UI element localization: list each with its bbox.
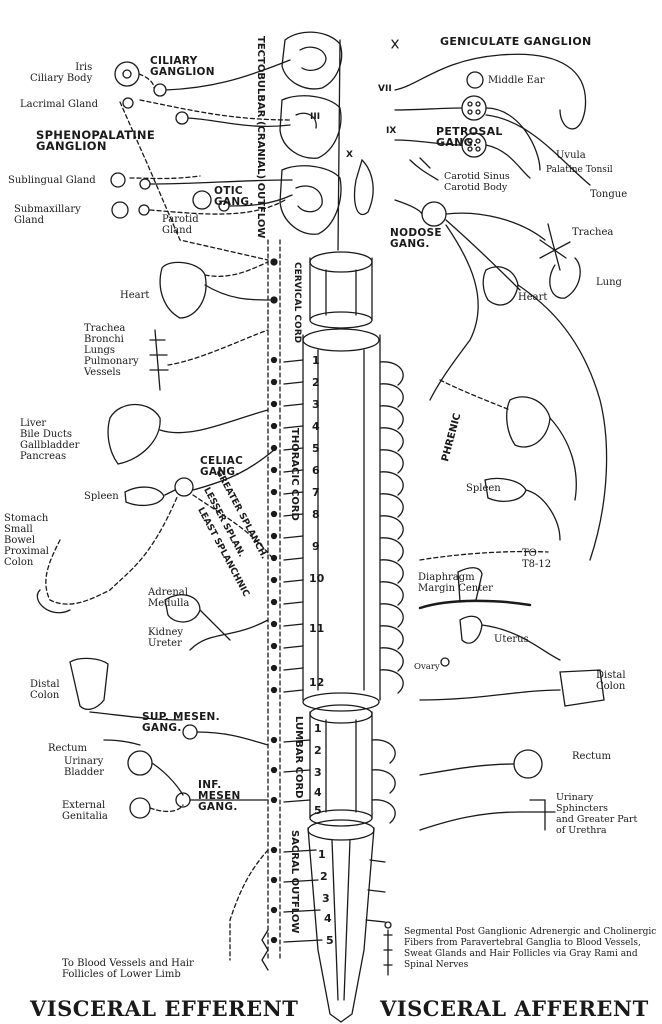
lumbar-seg-4: 4 — [314, 786, 322, 799]
sacral-seg-3: 3 — [322, 892, 330, 905]
cord-label-thoracic: THORACIC CORD — [289, 428, 300, 521]
brainstem — [279, 31, 374, 251]
lower-limb-rami — [261, 929, 269, 971]
label-diaphragm: Diaphragm Margin Center — [418, 572, 493, 594]
label-geniculate: GENICULATE GANGLION — [440, 35, 592, 48]
spinal-cord — [302, 251, 381, 1023]
thoracic-seg-4: 4 — [312, 420, 320, 433]
label-rectum-right: Rectum — [572, 751, 611, 762]
label-to-t8: TO T8-12 — [522, 548, 552, 570]
thoracic-seg-8: 8 — [312, 508, 320, 521]
label-sup-mesen: SUP. MESEN. GANG. — [142, 711, 220, 734]
legend-symbol — [383, 921, 393, 976]
label-heart-right: Heart — [518, 292, 548, 303]
sacral-seg-4: 4 — [324, 912, 332, 925]
label-nodose: NODOSE GANG. — [390, 227, 442, 250]
label-inf-mesen: INF. MESEN GANG. — [198, 779, 241, 813]
label-ciliary-ganglion: CILIARY GANGLION — [150, 55, 215, 78]
left-rami — [283, 359, 323, 943]
label-adrenal: Adrenal Medulla — [148, 587, 190, 609]
thoracic-seg-10: 10 — [309, 572, 325, 585]
label-submaxillary: Submaxillary Gland — [14, 204, 81, 226]
label-otic: OTIC GANG. — [214, 185, 254, 208]
cord-label-lumbar: LUMBAR CORD — [293, 716, 304, 799]
thoracic-seg-6: 6 — [312, 464, 320, 477]
title-efferent: VISCERAL EFFERENT — [30, 996, 299, 1021]
label-iris: Iris Ciliary Body — [30, 62, 93, 84]
thoracic-seg-12: 12 — [309, 676, 325, 689]
thoracic-seg-1: 1 — [312, 354, 320, 367]
sacral-seg-5: 5 — [326, 934, 334, 947]
label-ovary: Ovary — [414, 662, 440, 672]
label-carotid: Carotid Sinus Carotid Body — [444, 171, 510, 193]
right-cranial-nerves — [391, 39, 608, 831]
label-uterus: Uterus — [494, 634, 529, 645]
label-spleen-left: Spleen — [84, 491, 119, 502]
label-lung: Lung — [596, 277, 622, 288]
left-viscera — [36, 261, 275, 961]
lumbar-seg-3: 3 — [314, 766, 322, 779]
cranial-nerve-x: X — [346, 150, 353, 160]
thoracic-seg-11: 11 — [309, 622, 325, 635]
label-distal-colon-left: Distal Colon — [30, 679, 60, 701]
right-rami — [365, 361, 404, 923]
sacral-seg-1: 1 — [318, 848, 326, 861]
label-petrosal: PETROSAL GANG. — [436, 125, 503, 149]
left-cranial-nerves — [110, 59, 293, 261]
label-trachea-left: Trachea Bronchi Lungs Pulmonary Vessels — [84, 323, 139, 378]
thoracic-seg-9: 9 — [312, 540, 320, 553]
label-heart-left: Heart — [120, 290, 150, 301]
sacral-seg-2: 2 — [320, 870, 328, 883]
label-sphincters: Urinary Sphincters and Greater Part of U… — [556, 792, 638, 836]
cranial-nerve-vii: VII — [378, 84, 392, 94]
label-sublingual: Sublingual Gland — [8, 175, 96, 186]
label-rectum-left: Rectum — [48, 743, 87, 754]
label-stomach: Stomach Small Bowel Proximal Colon — [4, 513, 50, 568]
legend-text: Segmental Post Ganglionic Adrenergic and… — [404, 927, 657, 970]
thoracic-seg-5: 5 — [312, 442, 320, 455]
chain-ganglia — [270, 258, 278, 944]
cranial-nerve-iii: III — [310, 112, 321, 122]
thoracic-seg-7: 7 — [312, 486, 320, 499]
cord-label-cervical: CERVICAL CORD — [292, 262, 302, 344]
label-genitalia: External Genitalia — [62, 800, 108, 822]
label-sphenopalatine: SPHENOPALATINE GANGLION — [36, 128, 156, 153]
label-spleen-right: Spleen — [466, 483, 501, 494]
label-tongue: Tongue — [590, 189, 628, 200]
cranial-nerve-ix: IX — [386, 126, 397, 136]
label-lacrimal: Lacrimal Gland — [20, 99, 98, 110]
label-uvula: Uvula — [556, 150, 586, 161]
sympathetic-chain — [267, 239, 281, 961]
cord-label-tectobulbar: TECTOBULBAR (CRANIAL) OUTFLOW — [255, 36, 266, 239]
label-distal-colon-right: Distal Colon — [596, 670, 626, 692]
lumbar-seg-2: 2 — [314, 744, 322, 757]
lumbar-seg-1: 1 — [314, 722, 322, 735]
label-middle-ear: Middle Ear — [488, 75, 545, 86]
label-celiac: CELIAC GANG. — [200, 455, 244, 478]
label-palatine-tonsil: Palatine Tonsil — [546, 165, 613, 175]
label-bladder: Urinary Bladder — [64, 756, 105, 778]
title-afferent: VISCERAL AFFERENT — [380, 996, 649, 1021]
cord-label-sacral: SACRAL OUTFLOW — [289, 830, 300, 934]
label-liver: Liver Bile Ducts Gallbladder Pancreas — [20, 418, 80, 462]
label-lower-limb: To Blood Vessels and Hair Follicles of L… — [62, 958, 194, 980]
label-trachea-right: Trachea — [572, 227, 614, 238]
label-parotid: Parotid Gland — [162, 214, 199, 236]
lumbar-seg-5: 5 — [314, 804, 322, 817]
label-kidney: Kidney Ureter — [148, 627, 184, 649]
thoracic-seg-2: 2 — [312, 376, 320, 389]
thoracic-seg-3: 3 — [312, 398, 320, 411]
